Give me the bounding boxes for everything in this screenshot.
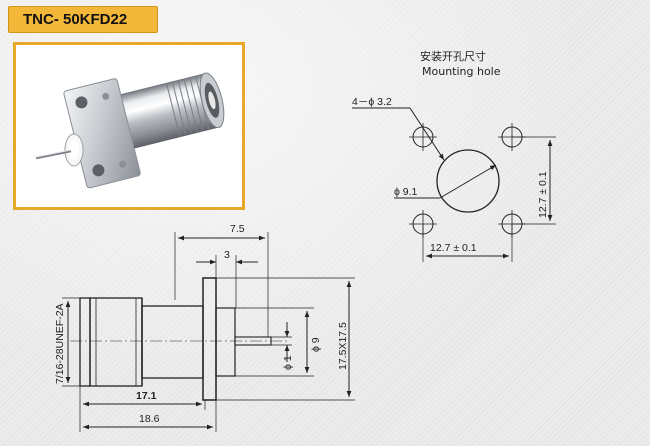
connector-photo xyxy=(35,72,225,189)
dim-3: 3 xyxy=(224,249,230,261)
flange xyxy=(202,277,217,401)
product-title-badge: TNC- 50KFD22 xyxy=(8,6,158,33)
thread-section xyxy=(89,297,143,387)
body-diameter-label: ϕ 9 xyxy=(310,337,322,352)
product-title: TNC- 50KFD22 xyxy=(23,11,128,28)
center-hole xyxy=(436,149,500,213)
small-hole-label: 4－ϕ 3.2 xyxy=(352,96,392,108)
flange-size-label: 17.5X17.5 xyxy=(337,322,349,370)
dim-7-5: 7.5 xyxy=(230,223,245,235)
horizontal-spacing-label: 12.7 ± 0.1 xyxy=(430,242,477,254)
pin-diameter-label: ϕ 1 xyxy=(282,355,294,370)
thread-label: 7/16-28UNEF-2A xyxy=(54,303,66,384)
connector-side-view: 7.5 3 7/16-28UNEF-2A ϕ 1 ϕ 9 17.5X17.5 1 xyxy=(54,223,355,432)
mounting-hole-diagram: 安装开孔尺寸 Mounting hole 4－ϕ 3.2 ϕ 9.1 12.7 … xyxy=(352,49,556,262)
nut-end xyxy=(79,297,91,387)
product-photo-frame xyxy=(13,42,245,210)
body-section xyxy=(141,305,204,379)
mounting-hole-caption-en: Mounting hole xyxy=(422,65,501,78)
dim-18-6: 18.6 xyxy=(139,413,160,425)
dim-17-1: 17.1 xyxy=(136,390,157,402)
center-hole-label: ϕ 9.1 xyxy=(394,186,418,198)
insulator xyxy=(215,307,236,377)
vertical-spacing-label: 12.7 ± 0.1 xyxy=(537,171,549,218)
mounting-hole-caption-cn: 安装开孔尺寸 xyxy=(420,49,486,63)
